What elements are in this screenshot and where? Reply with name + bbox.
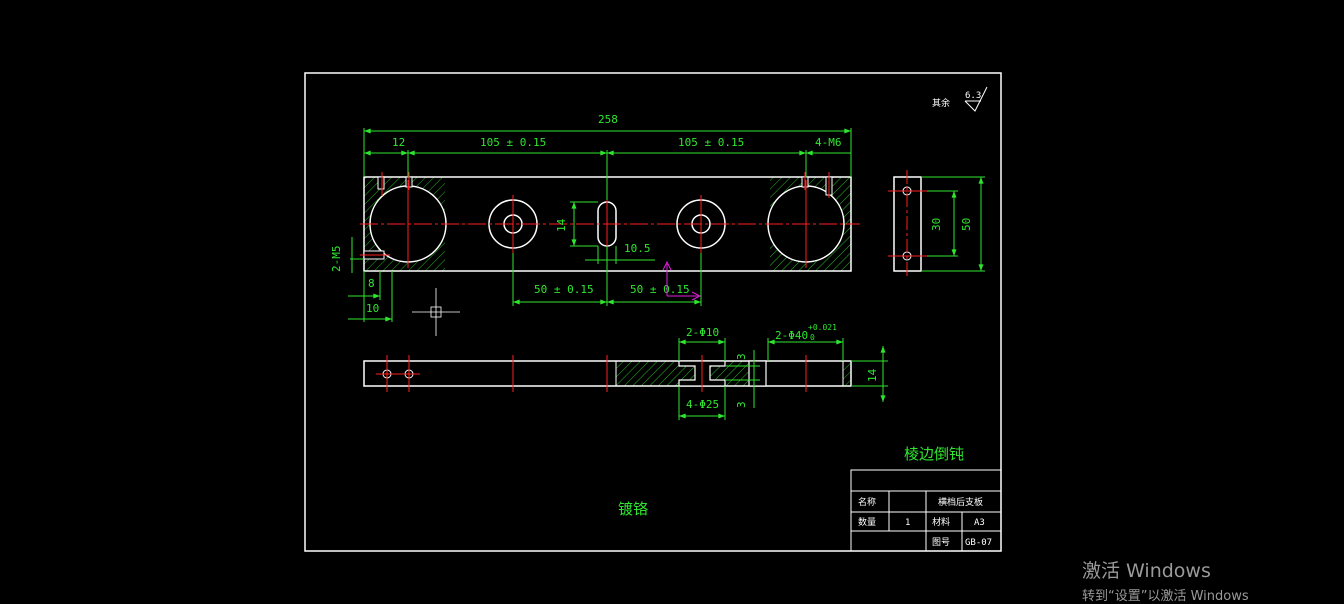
side-view: 30 50 xyxy=(888,170,985,278)
title-qty-value: 1 xyxy=(905,518,910,528)
dim-4-phi25: 4-Φ25 xyxy=(686,398,719,411)
dim-50-left: 50 ± 0.15 xyxy=(534,283,594,296)
dim-slot-14: 14 xyxy=(555,218,568,232)
dim-tol-upper: +0.021 xyxy=(808,323,837,332)
dim-thickness-14: 14 xyxy=(866,368,879,382)
dim-2-phi10: 2-Φ10 xyxy=(686,326,719,339)
dim-overall-length: 258 xyxy=(598,113,618,126)
dim-slot-10-5: 10.5 xyxy=(624,242,651,255)
top-view: 258 12 105 ± 0.15 105 ± 0.15 4-M6 2-M5 1… xyxy=(330,113,860,322)
dim-30: 30 xyxy=(930,218,943,231)
title-material-label: 材料 xyxy=(932,516,950,528)
front-view: 2-Φ10 2-Φ40 +0.021 0 4-Φ25 3 3 14 xyxy=(363,323,888,420)
surface-finish-label: 其余 xyxy=(932,97,950,109)
title-name-label: 名称 xyxy=(858,496,876,508)
watermark-title: 激活 Windows xyxy=(1082,560,1211,582)
thread-4-m6: 4-M6 xyxy=(815,136,842,149)
dim-105-left: 105 ± 0.15 xyxy=(480,136,546,149)
title-drawing-no-value: GB-07 xyxy=(965,538,992,548)
windows-activation-watermark: 激活 Windows 转到“设置”以激活 Windows xyxy=(1082,556,1249,604)
dim-tol-lower: 0 xyxy=(810,333,815,342)
plating-note: 镀铬 xyxy=(618,500,648,518)
crosshair-cursor-icon xyxy=(412,288,460,336)
thread-2-m5: 2-M5 xyxy=(330,246,343,273)
dim-12: 12 xyxy=(392,136,405,149)
dim-3-lower: 3 xyxy=(735,401,748,408)
title-block xyxy=(850,469,1002,552)
dim-50: 50 xyxy=(960,218,973,231)
ucs-icon xyxy=(662,260,702,301)
edge-chamfer-note: 棱边倒钝 xyxy=(904,445,964,463)
surface-finish-symbol: 其余 6.3 xyxy=(932,86,988,112)
title-qty-label: 数量 xyxy=(858,516,876,528)
watermark-subtitle: 转到“设置”以激活 Windows xyxy=(1082,589,1249,604)
title-name-value: 横档后支板 xyxy=(938,496,983,508)
dim-2-phi40: 2-Φ40 xyxy=(775,329,808,342)
dim-8: 8 xyxy=(368,277,375,290)
surface-finish-value: 6.3 xyxy=(965,91,981,101)
dim-3-upper: 3 xyxy=(735,353,748,360)
dim-105-right: 105 ± 0.15 xyxy=(678,136,744,149)
dim-10: 10 xyxy=(366,302,379,315)
drawing-border xyxy=(304,72,1002,552)
dim-50-right: 50 ± 0.15 xyxy=(630,283,690,296)
title-material-value: A3 xyxy=(974,518,985,528)
title-drawing-no-label: 图号 xyxy=(932,537,950,548)
